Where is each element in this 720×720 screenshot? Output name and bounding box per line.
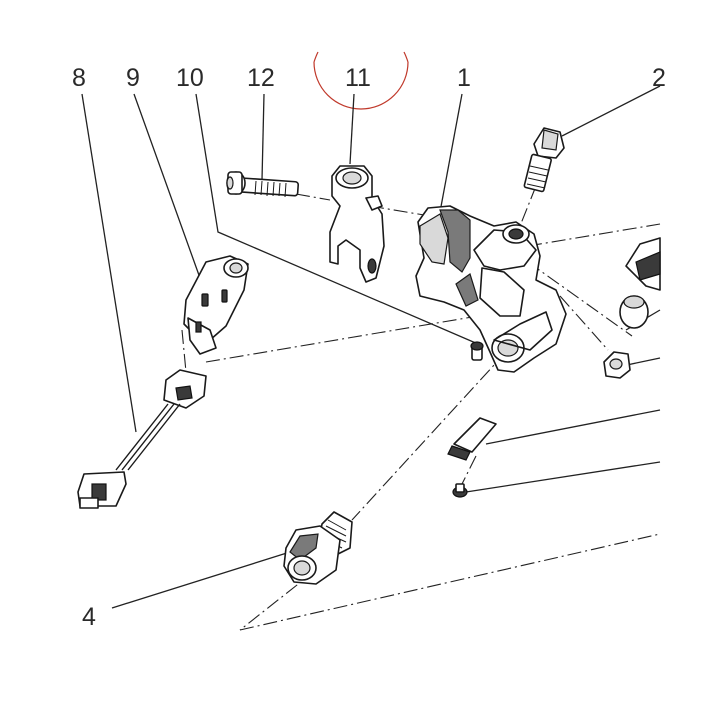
callout-12[interactable]: 12 — [247, 64, 275, 92]
leader-screw — [465, 461, 661, 493]
axis-right-top — [527, 223, 661, 247]
callout-10[interactable]: 10 — [176, 64, 204, 92]
leader-2 — [561, 85, 661, 137]
part-clip — [447, 417, 497, 461]
part-9-switch-housing — [183, 255, 249, 355]
callout-8[interactable]: 8 — [72, 64, 86, 92]
callout-11-highlight-circle — [313, 51, 409, 110]
callout-9[interactable]: 9 — [126, 64, 140, 92]
callout-11[interactable]: 11 — [345, 64, 371, 92]
leader-12 — [261, 93, 265, 181]
part-small-screw-lower — [452, 483, 468, 498]
axis-bolt — [295, 193, 331, 201]
callout-2[interactable]: 2 — [652, 64, 666, 92]
part-11-clamp — [329, 165, 385, 283]
leader-8 — [81, 93, 137, 433]
axis-body-down — [559, 295, 609, 351]
callout-4[interactable]: 4 — [82, 603, 96, 631]
leader-10 — [195, 93, 479, 345]
axis-pivot — [351, 351, 507, 521]
part-1-lever-body — [415, 205, 567, 373]
leader-11 — [349, 93, 355, 165]
leader-9 — [133, 93, 201, 279]
axis-screw-2 — [515, 185, 537, 237]
leader-clip — [485, 409, 661, 445]
axis-right-diag — [527, 261, 633, 337]
callout-1[interactable]: 1 — [457, 64, 471, 92]
axis-clamp-to-body — [369, 205, 431, 217]
leader-4 — [111, 551, 291, 609]
axis-switch — [205, 313, 491, 363]
axis-clip — [461, 455, 477, 485]
assembly-axis-lines — [181, 185, 661, 631]
part-8-wire-harness — [77, 369, 207, 509]
leader-lines — [81, 85, 661, 609]
leader-1 — [439, 93, 463, 213]
part-4-pivot-bolt — [283, 511, 353, 585]
axis-connector — [181, 329, 187, 373]
right-side-parts — [603, 237, 661, 379]
part-2-screw — [523, 127, 565, 193]
axis-bottom-left — [239, 569, 317, 631]
part-10-small-screw — [470, 341, 484, 361]
part-12-bolt — [226, 171, 300, 198]
